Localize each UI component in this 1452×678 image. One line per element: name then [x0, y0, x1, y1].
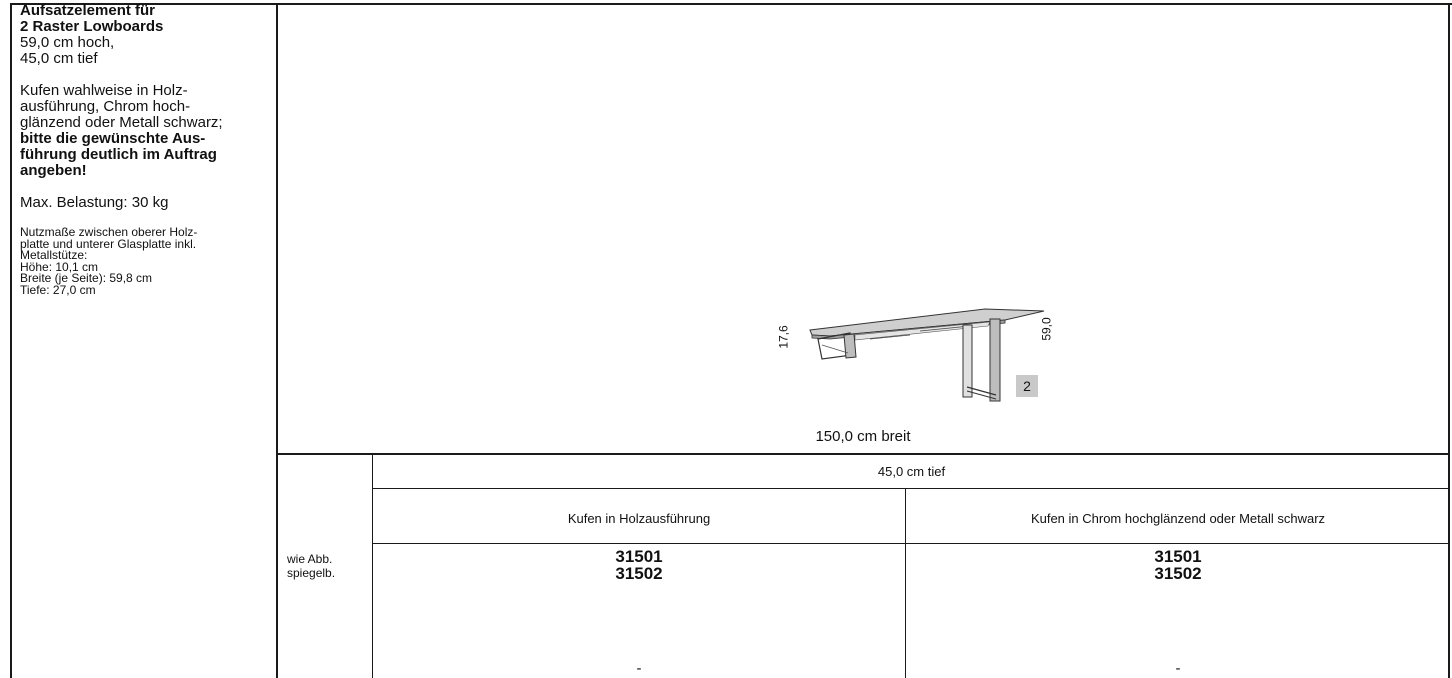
order-note-line2: führung deutlich im Auftrag: [20, 146, 217, 163]
row-label-line1: wie Abb.: [287, 552, 333, 566]
usable-dimensions: Nutzmaße zwischen oberer Holz- platte un…: [20, 225, 272, 297]
product-height: 59,0 cm hoch,: [20, 34, 115, 51]
frame-right-border: [1448, 3, 1450, 678]
usable-line2: platte und unterer Glasplatte inkl.: [20, 236, 197, 251]
usable-line1: Nutzmaße zwischen oberer Holz-: [20, 225, 198, 239]
article-code-chrome-1: 31501: [1154, 547, 1202, 566]
description-column-divider: [276, 3, 278, 678]
runners-text-line3: glänzend oder Metall schwarz;: [20, 114, 223, 131]
row-label-divider: [372, 453, 373, 678]
usable-depth: Tiefe: 27,0 cm: [20, 282, 96, 297]
max-load: Max. Belastung: 30 kg: [20, 194, 169, 211]
order-note-line3: angeben!: [20, 162, 87, 179]
row-label-line2: spiegelb.: [287, 566, 336, 580]
depth-header: 45,0 cm tief: [877, 464, 946, 479]
article-code-chrome-2: 31502: [1154, 564, 1202, 583]
width-label: 150,0 cm breit: [815, 428, 911, 445]
order-note-line1: bitte die gewünschte Aus-: [20, 130, 206, 147]
column-header-divider: [372, 543, 1450, 544]
dimension-right: 59,0: [1039, 317, 1054, 341]
product-title-line1: Aufsatzelement für: [20, 2, 156, 19]
column-header-wood: Kufen in Holzausführung: [567, 511, 711, 526]
product-title-line2: 2 Raster Lowboards: [20, 18, 164, 35]
frame-left-border: [10, 3, 12, 678]
column-header-chrome: Kufen in Chrom hochglänzend oder Metall …: [1030, 511, 1326, 526]
product-drawing: [809, 308, 1045, 402]
article-code-wood-2: 31502: [615, 564, 663, 583]
mirror-badge: 2: [1016, 375, 1038, 397]
usable-line3: Metallstütze:: [20, 248, 88, 262]
depth-header-divider: [372, 488, 1450, 489]
frame-top-border: [10, 3, 1452, 5]
article-code-wood-1: 31501: [615, 547, 663, 566]
dash-wood: -: [636, 660, 642, 677]
runners-text-line1: Kufen wahlweise in Holz-: [20, 82, 188, 99]
dash-chrome: -: [1175, 660, 1181, 677]
product-depth: 45,0 cm tief: [20, 50, 98, 67]
drawing-bottom-divider: [276, 453, 1450, 455]
product-description: Aufsatzelement für 2 Raster Lowboards 59…: [20, 3, 272, 296]
runners-text-line2: ausführung, Chrom hoch-: [20, 98, 191, 115]
usable-height: Höhe: 10,1 cm: [20, 259, 99, 274]
usable-width: Breite (je Seite): 59,8 cm: [20, 271, 153, 285]
column-divider: [905, 489, 906, 678]
dimension-left: 17,6: [776, 325, 791, 349]
